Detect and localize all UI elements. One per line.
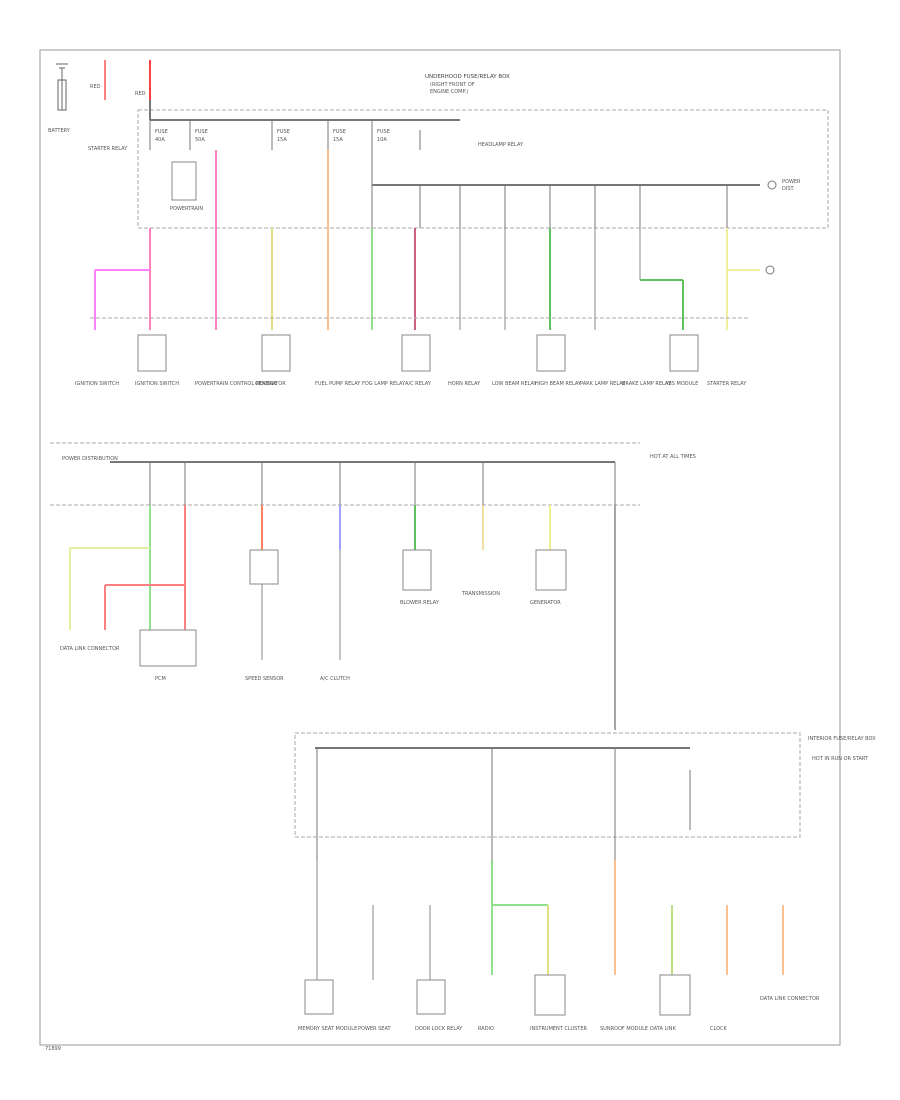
svg-text:GENERATOR: GENERATOR [530,600,561,606]
bottom-load-boxes [304,974,691,1016]
svg-text:BLOWER RELAY: BLOWER RELAY [400,600,440,606]
svg-text:DATA LINK CONNECTOR: DATA LINK CONNECTOR [60,646,120,652]
svg-text:DATA LINK CONNECTOR: DATA LINK CONNECTOR [760,996,820,1002]
relay-box-1 [171,161,197,201]
svg-text:IGNITION SWITCH: IGNITION SWITCH [135,381,179,387]
headlamp-relay-label: HEADLAMP RELAY [478,142,524,148]
svg-text:INSTRUMENT CLUSTER: INSTRUMENT CLUSTER [530,1026,588,1032]
svg-text:LOW BEAM RELAY: LOW BEAM RELAY [492,381,538,387]
svg-text:FUEL PUMP RELAY: FUEL PUMP RELAY [315,381,361,387]
svg-text:10A: 10A [377,137,387,143]
svg-text:PARK LAMP RELAY: PARK LAMP RELAY [580,381,626,387]
svg-text:HIGH BEAM RELAY: HIGH BEAM RELAY [535,381,582,387]
starter-relay-label: STARTER RELAY [88,146,128,152]
battery-label: BATTERY [48,128,71,134]
svg-text:ABS MODULE: ABS MODULE [665,381,698,387]
svg-text:TRANSMISSION: TRANSMISSION [461,591,500,597]
fuse-row-1 [149,120,421,150]
mid-load-labels: DATA LINK CONNECTOR PCM SPEED SENSOR A/C… [60,591,561,682]
svg-text:A/C RELAY: A/C RELAY [405,381,432,387]
svg-text:POWERTRAIN CONTROL MODULE: POWERTRAIN CONTROL MODULE [195,381,277,387]
diagram-code: 71899 [45,1046,61,1052]
svg-text:FUSE: FUSE [195,129,208,135]
svg-text:GENERATOR: GENERATOR [255,381,286,387]
svg-text:FOG LAMP RELAY: FOG LAMP RELAY [362,381,406,387]
svg-text:15A: 15A [277,137,287,143]
svg-text:40A: 40A [155,137,165,143]
svg-text:SPEED SENSOR: SPEED SENSOR [245,676,284,682]
top-load-boxes [137,334,699,372]
underhood-fuse-box [137,109,829,229]
svg-text:FUSE: FUSE [377,129,390,135]
svg-text:POWER: POWER [782,179,801,185]
svg-text:POWER SEAT: POWER SEAT [358,1026,391,1032]
svg-text:A/C CLUTCH: A/C CLUTCH [320,676,350,682]
mid-fuses [149,462,616,505]
svg-text:DOOR LOCK RELAY: DOOR LOCK RELAY [415,1026,463,1032]
svg-text:PCM: PCM [155,676,166,682]
mid-switches [261,550,341,660]
svg-text:BRAKE LAMP RELAY: BRAKE LAMP RELAY [622,381,672,387]
svg-text:RADIO: RADIO [478,1026,494,1032]
svg-text:DATA LINK: DATA LINK [650,1026,676,1032]
svg-text:FUSE: FUSE [277,129,290,135]
bottom-fuses [316,748,691,860]
svg-text:50A: 50A [195,137,205,143]
top-fuse-block-title: UNDERHOOD FUSE/RELAY BOX [425,74,510,80]
interior-fuse-box-label: INTERIOR FUSE/RELAY BOX [808,736,876,742]
interior-fuse-box [294,732,801,838]
svg-text:IGNITION SWITCH: IGNITION SWITCH [75,381,119,387]
fuse-row-2 [371,150,728,228]
diagram-border [39,49,841,1046]
svg-text:DIST.: DIST. [782,186,795,192]
bottom-load-labels: MEMORY SEAT MODULE POWER SEAT DOOR LOCK … [298,996,820,1032]
hot-at-all-times-label: HOT AT ALL TIMES [650,454,696,460]
svg-text:(RIGHT FRONT OF: (RIGHT FRONT OF [430,82,475,88]
top-load-labels: IGNITION SWITCH IGNITION SWITCH POWERTRA… [75,381,747,387]
svg-text:RED: RED [90,84,101,90]
svg-text:ENGINE COMP.): ENGINE COMP.) [430,89,468,95]
svg-text:STARTER RELAY: STARTER RELAY [707,381,747,387]
svg-text:HORN RELAY: HORN RELAY [448,381,481,387]
power-dist-label: POWER DISTRIBUTION [62,456,118,462]
run-start-label: HOT IN RUN OR START [812,756,869,762]
svg-text:FUSE: FUSE [155,129,168,135]
svg-text:MEMORY SEAT MODULE: MEMORY SEAT MODULE [298,1026,357,1032]
svg-text:FUSE: FUSE [333,129,346,135]
mid-load-boxes [139,549,567,667]
svg-text:CLOCK: CLOCK [710,1026,728,1032]
svg-text:POWERTRAIN: POWERTRAIN [170,206,203,212]
svg-text:SUNROOF MODULE: SUNROOF MODULE [600,1026,648,1032]
svg-text:RED: RED [135,91,146,97]
svg-text:15A: 15A [333,137,343,143]
battery-symbol [56,63,68,111]
